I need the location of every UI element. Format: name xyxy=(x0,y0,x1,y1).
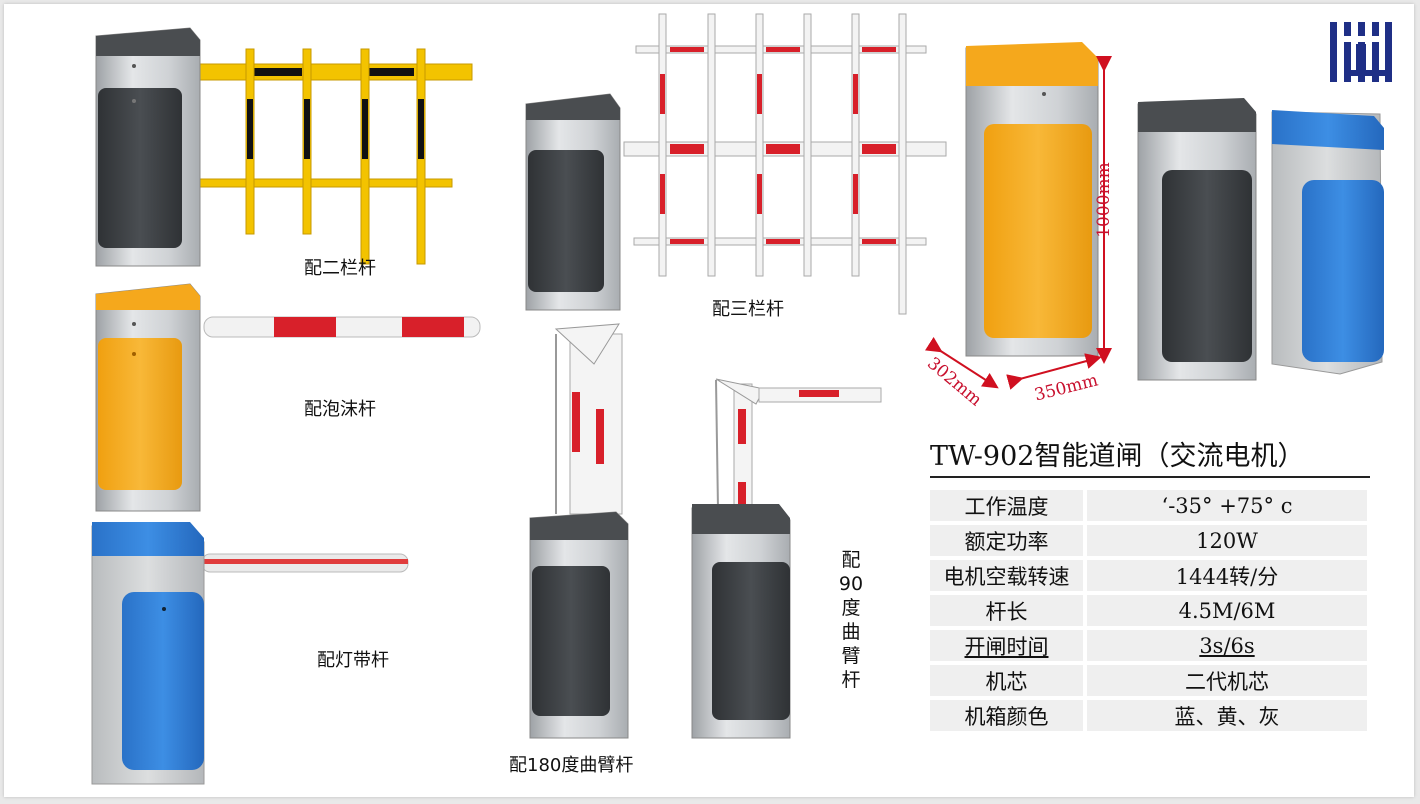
label-arm-90: 配 90 度 曲 臂 杆 xyxy=(838,549,864,691)
width-arrow xyxy=(1006,353,1102,390)
spec-label: 机芯 xyxy=(930,665,1083,696)
spec-row: 开闸时间 3s/6s xyxy=(930,630,1367,661)
gate-arm-180 xyxy=(529,323,629,739)
spec-row: 额定功率 120W xyxy=(930,525,1367,556)
spec-row: 工作温度 ‘-35° +75° c xyxy=(930,490,1367,521)
spec-label: 工作温度 xyxy=(930,490,1083,521)
spec-value: 蓝、黄、灰 xyxy=(1087,700,1367,731)
spec-label: 机箱颜色 xyxy=(930,700,1083,731)
spec-label: 电机空载转速 xyxy=(930,560,1083,591)
gate-light-strip xyxy=(91,522,409,785)
gate-foam xyxy=(95,283,481,512)
spec-table: 工作温度 ‘-35° +75° c 额定功率 120W 电机空载转速 1444转… xyxy=(926,486,1371,735)
cabinet-dark-large xyxy=(1137,98,1257,381)
cabinet-blue-large xyxy=(1271,110,1384,375)
product-illustrations xyxy=(91,13,1392,785)
product-title: TW-902智能道闸（交流电机） xyxy=(930,434,1370,478)
label-arm-180: 配180度曲臂杆 xyxy=(509,755,634,776)
depth-arrow xyxy=(924,336,999,389)
spec-value: 4.5M/6M xyxy=(1087,595,1367,626)
label-foam: 配泡沫杆 xyxy=(304,399,376,420)
gate-three-bar xyxy=(525,13,947,315)
spec-value: 3s/6s xyxy=(1087,630,1367,661)
gate-arm-90 xyxy=(691,378,882,739)
label-light-strip: 配灯带杆 xyxy=(317,650,389,671)
cabinet-yellow-large xyxy=(965,42,1099,357)
spec-label: 开闸时间 xyxy=(930,630,1083,661)
spec-row: 杆长 4.5M/6M xyxy=(930,595,1367,626)
spec-value: 1444转/分 xyxy=(1087,560,1367,591)
spec-row: 机芯 二代机芯 xyxy=(930,665,1367,696)
height-dimension-label: 1000mm xyxy=(1094,162,1114,238)
label-two-bar: 配二栏杆 xyxy=(304,258,376,279)
spec-label: 杆长 xyxy=(930,595,1083,626)
label-three-bar: 配三栏杆 xyxy=(712,299,784,320)
spec-value: 120W xyxy=(1087,525,1367,556)
company-logo-icon xyxy=(1330,22,1392,82)
spec-value: 二代机芯 xyxy=(1087,665,1367,696)
spec-row: 电机空载转速 1444转/分 xyxy=(930,560,1367,591)
spec-row: 机箱颜色 蓝、黄、灰 xyxy=(930,700,1367,731)
product-slide: 1000mm 302mm 350mm 配二栏杆 配泡沫杆 配灯带杆 配三栏杆 配… xyxy=(4,4,1414,797)
spec-value: ‘-35° +75° c xyxy=(1087,490,1367,521)
gate-two-bar xyxy=(95,27,473,267)
spec-label: 额定功率 xyxy=(930,525,1083,556)
